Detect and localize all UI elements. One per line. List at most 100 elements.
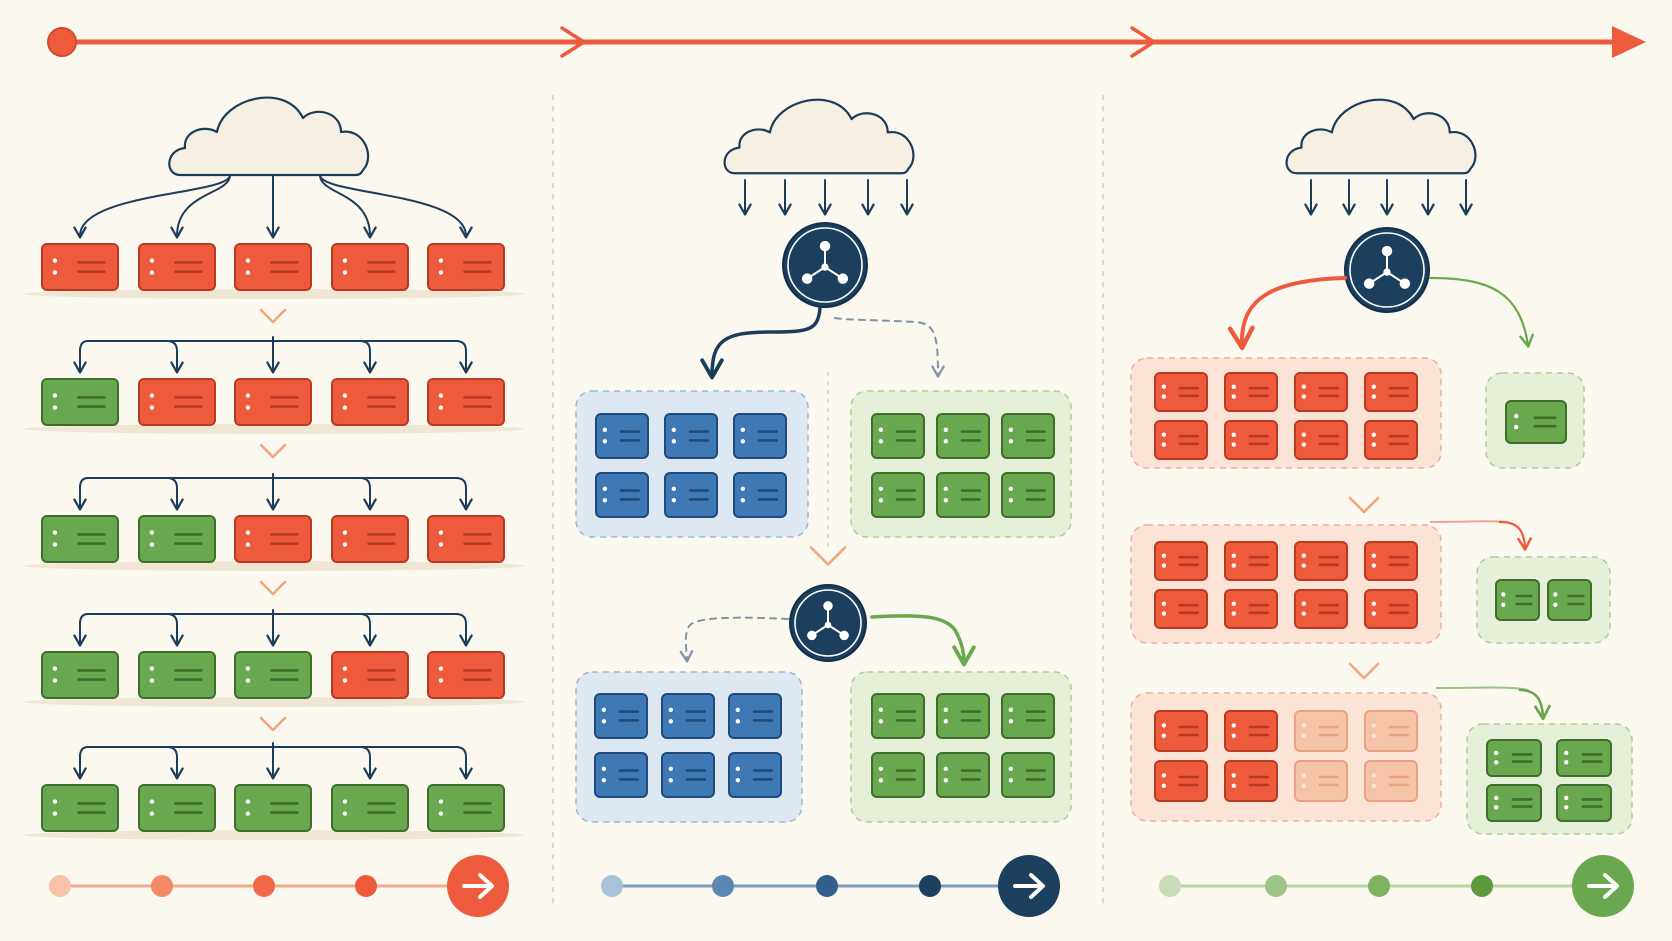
server-icon: [936, 752, 990, 798]
progress-step-dot: [355, 875, 377, 897]
row-shadow: [24, 697, 524, 707]
server-icon: [427, 515, 505, 563]
server-icon: [41, 243, 119, 291]
timeline-arrowhead-icon: [1612, 26, 1646, 58]
server-icon: [1556, 784, 1612, 822]
flow-arrow: [455, 746, 473, 780]
server-icon: [234, 515, 312, 563]
server-icon: [1224, 710, 1278, 752]
cloud-icon: [168, 96, 370, 177]
timeline-start-dot: [47, 27, 77, 57]
server-icon: [936, 693, 990, 739]
load-balancer-icon: [1344, 227, 1430, 313]
progress-step-dot: [253, 875, 275, 897]
flow-arrow: [359, 340, 377, 374]
flow-arrow: [359, 477, 377, 511]
server-icon: [1154, 760, 1208, 802]
server-icon: [1556, 739, 1612, 777]
server-icon: [427, 784, 505, 832]
cloud-icon: [1285, 98, 1477, 175]
progress-step-dot: [816, 875, 838, 897]
server-icon: [871, 413, 925, 459]
server-icon: [1364, 589, 1418, 629]
server-icon: [936, 413, 990, 459]
server-icon: [1001, 693, 1055, 739]
row-shadow: [24, 830, 524, 840]
chevron-down-icon: [259, 716, 287, 732]
flow-arrow: [73, 174, 231, 239]
flow-line: [1429, 520, 1509, 523]
chevron-down-icon: [259, 443, 287, 459]
server-icon: [1154, 541, 1208, 581]
flow-arrow: [455, 477, 473, 511]
load-balancer-icon: [782, 222, 868, 308]
server-icon: [664, 413, 718, 459]
green-group: [1476, 556, 1611, 644]
server-icon: [1294, 760, 1348, 802]
flow-arrow: [319, 174, 377, 239]
flow-arrow: [166, 613, 184, 647]
flow-arrow: [166, 340, 184, 374]
progress-step-dot: [1471, 875, 1493, 897]
flow-arrow: [170, 174, 231, 239]
server-icon: [1294, 420, 1348, 460]
server-icon: [661, 693, 715, 739]
flow-arrow: [166, 477, 184, 511]
server-icon: [871, 752, 925, 798]
server-icon: [1224, 420, 1278, 460]
flow-line: [79, 340, 89, 352]
progress-step-dot: [919, 875, 941, 897]
flow-line: [79, 613, 89, 625]
server-icon: [1364, 541, 1418, 581]
chevron-down-icon: [259, 308, 287, 324]
server-icon: [1486, 739, 1542, 777]
server-icon: [1154, 710, 1208, 752]
server-icon: [331, 651, 409, 699]
server-icon: [936, 472, 990, 518]
server-icon: [234, 784, 312, 832]
server-icon: [1154, 420, 1208, 460]
progress-rolling: [49, 855, 509, 917]
flow-line: [1435, 686, 1529, 691]
server-icon: [1224, 760, 1278, 802]
flow-line: [79, 477, 89, 489]
flow-arrow: [1227, 276, 1347, 351]
load-balancer-icon: [789, 584, 867, 662]
server-icon: [733, 472, 787, 518]
server-icon: [595, 413, 649, 459]
red-group: [1130, 524, 1442, 644]
server-icon: [1001, 472, 1055, 518]
server-icon: [871, 693, 925, 739]
server-icon: [1001, 752, 1055, 798]
server-icon: [331, 378, 409, 426]
cloud-icon: [723, 98, 915, 175]
server-icon: [1364, 372, 1418, 412]
server-icon: [41, 515, 119, 563]
flow-arrow: [870, 614, 976, 667]
flow-arrow: [319, 174, 473, 239]
server-icon: [661, 752, 715, 798]
flow-arrow: [679, 616, 789, 663]
timeline-chevron-icon: [560, 26, 586, 58]
server-icon: [1294, 372, 1348, 412]
row-shadow: [24, 289, 524, 299]
flow-arrow: [359, 746, 377, 780]
server-icon: [1224, 589, 1278, 629]
server-icon: [1486, 784, 1542, 822]
flow-arrow: [700, 306, 822, 380]
flow-arrow: [834, 317, 945, 378]
server-icon: [1505, 400, 1567, 444]
server-icon: [331, 243, 409, 291]
server-icon: [138, 515, 216, 563]
server-icon: [331, 784, 409, 832]
server-icon: [1154, 589, 1208, 629]
server-icon: [1364, 760, 1418, 802]
chevron-down-icon: [1348, 496, 1380, 514]
server-icon: [234, 378, 312, 426]
server-icon: [41, 651, 119, 699]
server-icon: [1294, 541, 1348, 581]
server-icon: [41, 378, 119, 426]
server-icon: [1495, 579, 1540, 621]
